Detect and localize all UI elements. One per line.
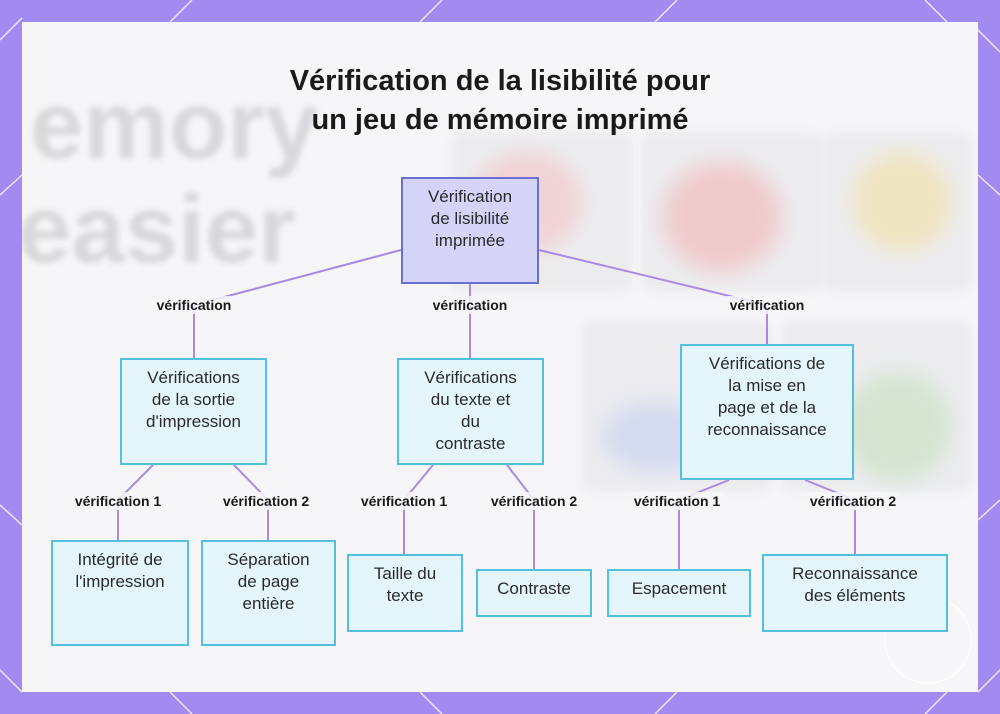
background-text: emory [30, 72, 319, 179]
node-print-integrity: Intégrité de l'impression [51, 540, 189, 646]
node-print-integrity-label: Intégrité de l'impression [75, 550, 165, 591]
edge-label-root-print: vérification [153, 296, 235, 314]
node-root: Vérification de lisibilité imprimée [401, 177, 539, 284]
edge-label-layout-1: vérification 1 [630, 492, 724, 510]
edge-label-root-text: vérification [429, 296, 511, 314]
node-spacing-label: Espacement [631, 579, 727, 598]
node-page-separation: Séparation de page entière [201, 540, 336, 646]
title-line: un jeu de mémoire imprimé [311, 104, 689, 136]
node-text-contrast-label: Vérifications du texte et du contraste [424, 368, 517, 453]
edge-label-print-2: vérification 2 [219, 492, 313, 510]
edge-root-print [193, 249, 402, 306]
edge-label-layout-2: vérification 2 [806, 492, 900, 510]
background-tree-shape [842, 372, 952, 482]
background-apple-shape [662, 162, 782, 272]
node-contrast: Contraste [476, 569, 592, 617]
edge-label-root-layout: vérification [726, 296, 808, 314]
node-text-contrast: Vérifications du texte et du contraste [397, 358, 544, 465]
node-root-label: Vérification de lisibilité imprimée [427, 187, 513, 250]
node-text-size: Taille du texte [347, 554, 463, 632]
edge-label-text-2: vérification 2 [487, 492, 581, 510]
title-line: Vérification de la lisibilité pour [289, 65, 711, 97]
edge-root-layout [538, 249, 768, 306]
background-card [822, 132, 972, 292]
background-text: easier [22, 176, 296, 283]
background-card [642, 132, 822, 292]
edge-label-text-1: vérification 1 [357, 492, 451, 510]
edge-label-print-1: vérification 1 [71, 492, 165, 510]
node-print-output-label: Vérifications de la sortie d'impression [146, 368, 241, 431]
background-flower-shape [852, 152, 952, 252]
diagram-title: Vérification de la lisibilité pour un je… [180, 62, 820, 140]
node-layout-recognition-label: Vérifications de la mise en page et de l… [707, 354, 827, 439]
node-contrast-label: Contraste [497, 579, 571, 598]
node-spacing: Espacement [607, 569, 751, 617]
node-print-output: Vérifications de la sortie d'impression [120, 358, 267, 465]
node-text-size-label: Taille du texte [373, 564, 437, 605]
node-page-separation-label: Séparation de page entière [227, 550, 310, 613]
node-element-recognition-label: Reconnaissance des éléments [792, 564, 918, 605]
node-layout-recognition: Vérifications de la mise en page et de l… [680, 344, 854, 480]
node-element-recognition: Reconnaissance des éléments [762, 554, 948, 632]
